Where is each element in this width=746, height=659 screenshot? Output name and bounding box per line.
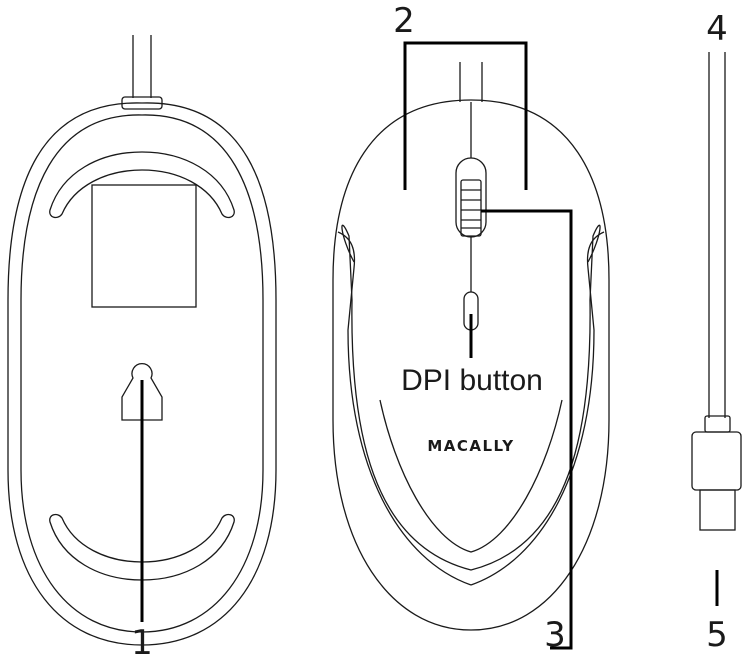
mouse-top-outer-shell xyxy=(332,99,610,631)
label-1: 1 xyxy=(131,623,153,659)
mouse-bottom-view xyxy=(7,35,277,646)
pointer-bracket-2 xyxy=(403,41,528,190)
label-2: 2 xyxy=(393,1,415,41)
mouse-top-view xyxy=(332,41,610,650)
sensor-window xyxy=(91,184,197,308)
top-foot-pad xyxy=(49,151,235,219)
brand-logo: MACALLY xyxy=(427,437,514,455)
scroll-wheel-slot xyxy=(455,157,487,238)
label-3: 3 xyxy=(544,615,566,655)
pointer-line-3 xyxy=(481,209,573,650)
bottom-foot-pad xyxy=(49,513,235,581)
usb-plug-housing xyxy=(691,431,742,491)
usb-strain-relief xyxy=(704,415,731,433)
dpi-button-label: DPI button xyxy=(401,364,543,397)
usb-cable-view xyxy=(691,52,742,606)
mouse-bottom-outer-shell xyxy=(7,102,277,646)
palm-rest-outline xyxy=(379,399,563,553)
right-side-grip xyxy=(470,231,605,586)
usb-connector-tip xyxy=(699,489,736,531)
scroll-wheel xyxy=(460,179,482,237)
keyhole-slot xyxy=(121,362,163,421)
label-5: 5 xyxy=(706,615,728,655)
mouse-top-palm-surface xyxy=(341,224,601,571)
mouse-bottom-inner-outline xyxy=(20,114,264,633)
label-4: 4 xyxy=(706,9,728,49)
left-side-grip xyxy=(337,231,472,586)
